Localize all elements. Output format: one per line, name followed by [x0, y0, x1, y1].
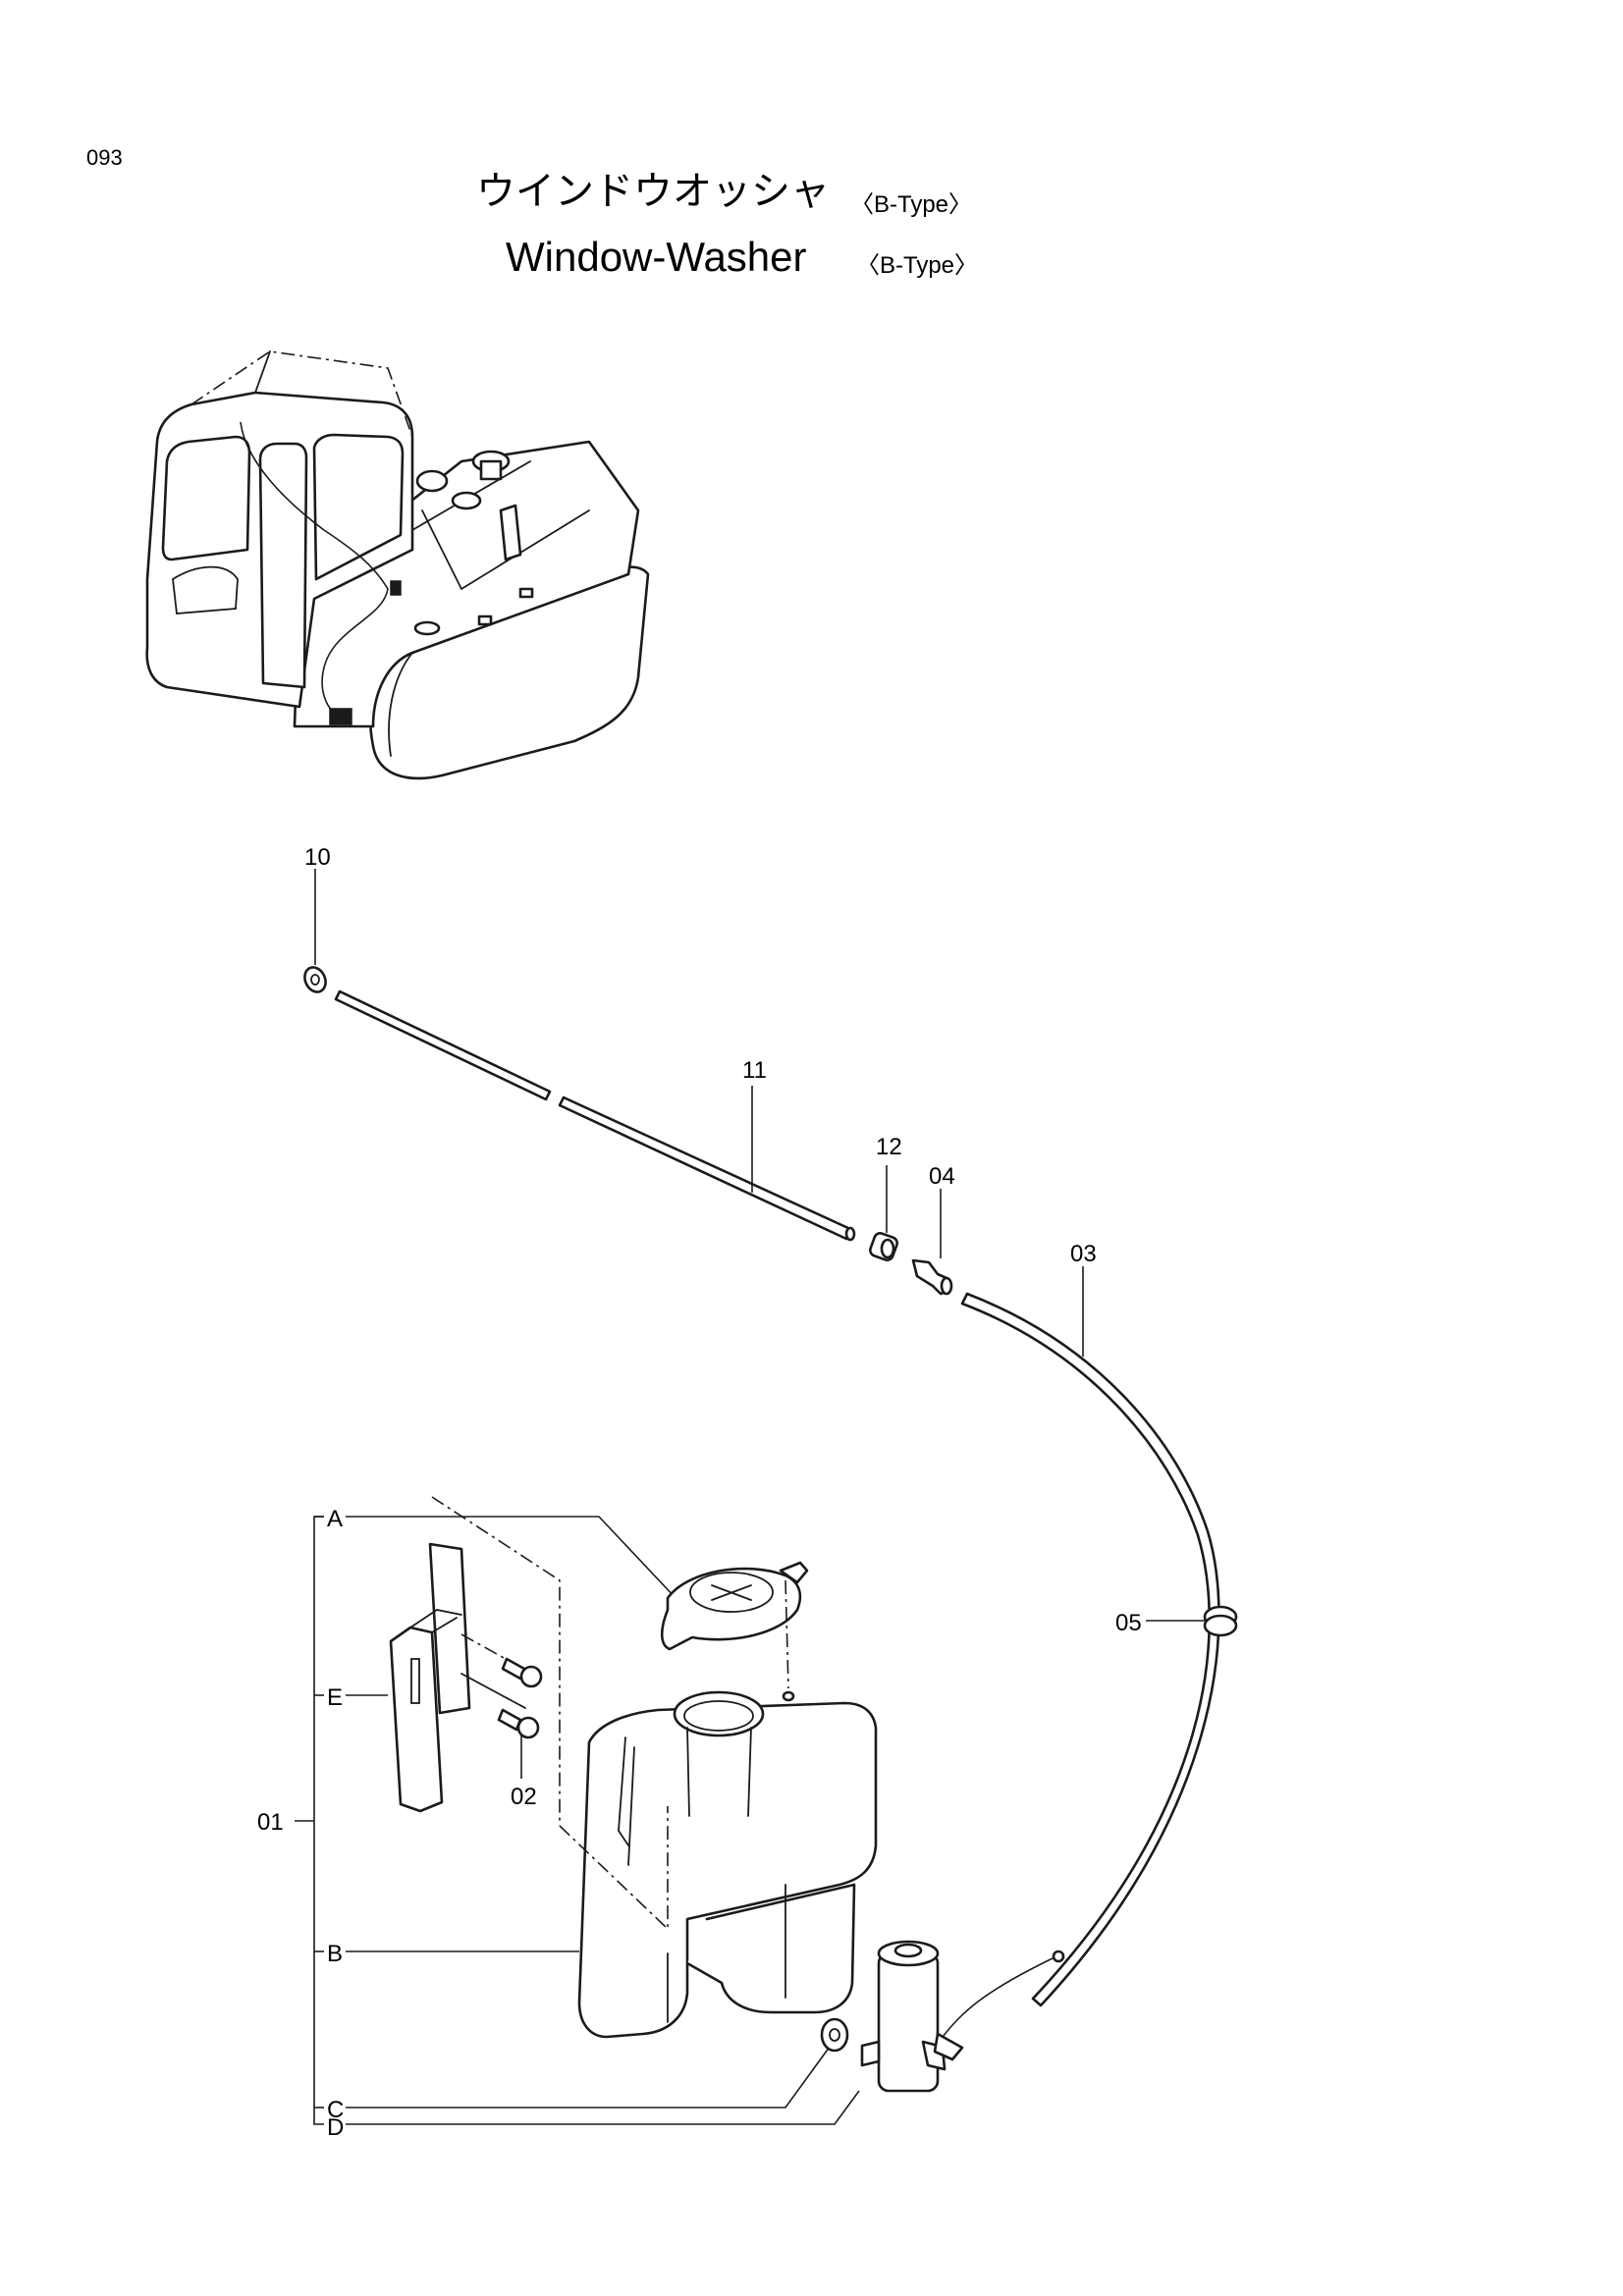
bolt-part-02-upper	[501, 1657, 543, 1688]
title-japanese-variant: 〈B-Type〉	[850, 191, 972, 218]
washer-tank-icon	[577, 1690, 878, 2039]
leader-C	[346, 2046, 831, 2109]
callout-C: C	[327, 2097, 344, 2123]
mounting-bracket-icon	[389, 1542, 471, 1813]
grommet-part-C	[820, 2017, 849, 2053]
callout-01: 01	[257, 1809, 284, 1836]
tank-cap-icon	[660, 1561, 809, 1651]
assembly-bracket-01	[295, 1516, 324, 2125]
title-english: Window-Washer	[506, 234, 807, 280]
callout-11: 11	[742, 1057, 767, 1084]
callout-12: 12	[876, 1134, 902, 1160]
page-number: 093	[86, 145, 123, 170]
callout-E: E	[327, 1684, 343, 1711]
excavator-cab-overview-icon	[145, 350, 650, 780]
callout-04: 04	[929, 1163, 955, 1190]
leader-D	[346, 2090, 860, 2125]
cap-axis	[784, 1579, 789, 1689]
hose-part-03	[960, 1292, 1220, 2007]
connector-part-04	[911, 1258, 953, 1296]
grommet-part-12	[869, 1232, 898, 1261]
callout-10: 10	[304, 844, 331, 871]
callout-05: 05	[1115, 1610, 1142, 1636]
callout-B: B	[327, 1941, 343, 1967]
leader-A	[346, 1516, 678, 1601]
tank-outline	[559, 1806, 669, 1931]
title-english-variant: 〈B-Type〉	[856, 252, 978, 279]
title-japanese: ウインドウオッシャ	[476, 169, 830, 214]
callout-A: A	[327, 1506, 343, 1532]
callout-02: 02	[511, 1784, 537, 1810]
washer-pump-icon	[860, 1940, 1065, 2093]
bolt-part-02-lower	[497, 1708, 540, 1739]
hose-part-11	[334, 989, 856, 1242]
grommet-part-05	[1203, 1605, 1238, 1637]
callout-D: D	[327, 2114, 344, 2141]
callout-03: 03	[1070, 1241, 1097, 1267]
nozzle-part-10	[303, 966, 327, 993]
bracket-outline	[431, 1496, 561, 1826]
